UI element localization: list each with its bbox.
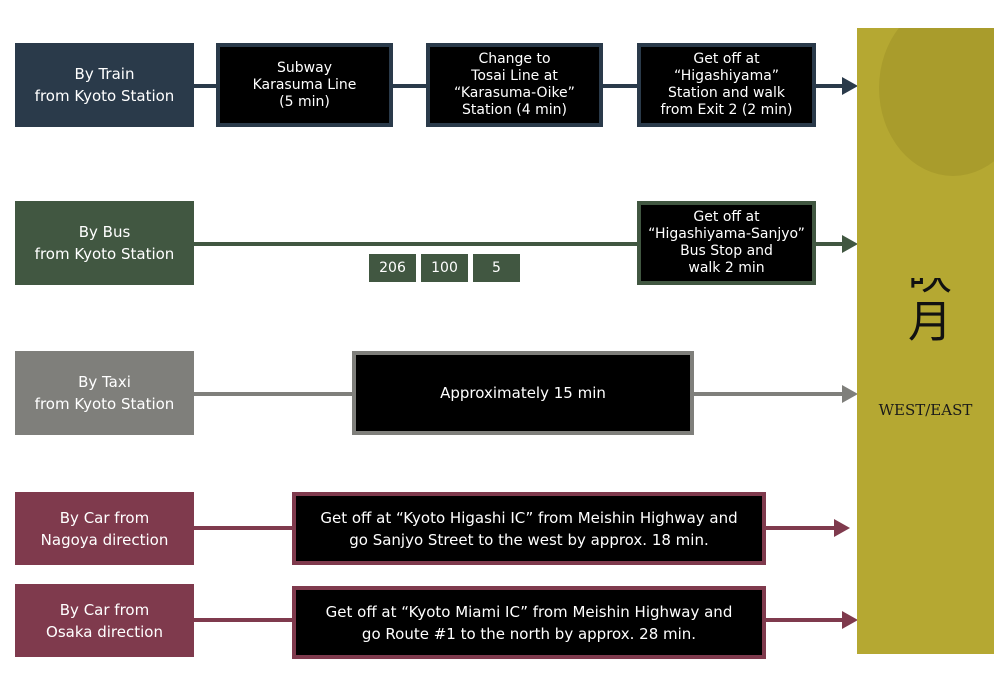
car-nagoya-step-line1: Get off at “Kyoto Higashi IC” from Meish… bbox=[320, 508, 738, 527]
train-step-subway-line2: Karasuma Line bbox=[252, 76, 357, 93]
car-osaka-label-line2: Osaka direction bbox=[46, 622, 163, 641]
taxi-label-line1: By Taxi bbox=[78, 373, 131, 391]
taxi-step-line1: Approximately 15 min bbox=[440, 384, 606, 402]
bus-label-line1: By Bus bbox=[78, 223, 131, 241]
destination-panel: 映月 WEST/EAST bbox=[857, 28, 994, 654]
bus-connector-line bbox=[194, 242, 844, 246]
car-nagoya-arrowhead bbox=[834, 519, 850, 537]
car-osaka-label-line1: By Car from bbox=[59, 600, 150, 619]
car-osaka-step-line2: go Route #1 to the north by approx. 28 m… bbox=[361, 624, 697, 643]
train-label: By Train from Kyoto Station bbox=[15, 43, 194, 127]
bus-label: By Bus from Kyoto Station bbox=[15, 201, 194, 285]
train-step-getoff: Get off at “Higashiyama” Station and wal… bbox=[637, 43, 816, 127]
train-label-line1: By Train bbox=[74, 65, 135, 83]
bus-number-100: 100 bbox=[421, 254, 468, 282]
taxi-step: Approximately 15 min bbox=[352, 351, 694, 435]
car-nagoya-label-line1: By Car from bbox=[59, 508, 150, 527]
train-step-change-line4: Station (4 min) bbox=[462, 102, 567, 118]
car-osaka-step-line1: Get off at “Kyoto Miami IC” from Meishin… bbox=[325, 602, 733, 621]
car-osaka-arrowhead bbox=[842, 611, 858, 629]
train-step-change-line3: “Karasuma-Oike” bbox=[454, 85, 575, 101]
car-nagoya-step: Get off at “Kyoto Higashi IC” from Meish… bbox=[292, 492, 766, 565]
taxi-label-line2: from Kyoto Station bbox=[34, 395, 175, 413]
bus-step-line3: Bus Stop and bbox=[680, 243, 773, 259]
train-label-line2: from Kyoto Station bbox=[34, 87, 175, 105]
train-step-subway-line3: (5 min) bbox=[279, 93, 330, 110]
bus-number-206: 206 bbox=[369, 254, 416, 282]
car-nagoya-label: By Car from Nagoya direction bbox=[15, 492, 194, 565]
taxi-label: By Taxi from Kyoto Station bbox=[15, 351, 194, 435]
train-step-subway-line1: Subway bbox=[277, 59, 332, 76]
bus-number-5: 5 bbox=[473, 254, 520, 282]
train-step-change: Change to Tosai Line at “Karasuma-Oike” … bbox=[426, 43, 603, 127]
destination-logo-text: 映月 bbox=[900, 278, 951, 346]
destination-logo: 映月 bbox=[900, 278, 951, 346]
bus-arrowhead bbox=[842, 235, 858, 253]
bus-step-line1: Get off at bbox=[693, 209, 760, 225]
destination-decor-circle bbox=[879, 28, 994, 176]
destination-subtitle: WEST/EAST bbox=[878, 401, 973, 419]
train-step-getoff-line3: Station and walk bbox=[667, 85, 786, 101]
car-nagoya-step-line2: go Sanjyo Street to the west by approx. … bbox=[349, 530, 709, 549]
train-step-change-line2: Tosai Line at bbox=[471, 68, 558, 84]
train-step-subway: Subway Karasuma Line (5 min) bbox=[216, 43, 393, 127]
train-step-getoff-line1: Get off at bbox=[693, 51, 760, 67]
taxi-arrowhead bbox=[842, 385, 858, 403]
train-step-change-line1: Change to bbox=[478, 51, 551, 67]
car-nagoya-label-line2: Nagoya direction bbox=[40, 530, 169, 549]
train-arrowhead bbox=[842, 77, 858, 95]
bus-label-line2: from Kyoto Station bbox=[34, 245, 175, 263]
bus-step-getoff: Get off at “Higashiyama-Sanjyo” Bus Stop… bbox=[637, 201, 816, 285]
bus-step-line2: “Higashiyama-Sanjyo” bbox=[648, 226, 805, 242]
car-osaka-step: Get off at “Kyoto Miami IC” from Meishin… bbox=[292, 586, 766, 659]
car-osaka-label: By Car from Osaka direction bbox=[15, 584, 194, 657]
train-step-getoff-line2: “Higashiyama” bbox=[673, 68, 780, 84]
bus-step-line4: walk 2 min bbox=[688, 260, 765, 276]
train-step-getoff-line4: from Exit 2 (2 min) bbox=[660, 102, 793, 118]
